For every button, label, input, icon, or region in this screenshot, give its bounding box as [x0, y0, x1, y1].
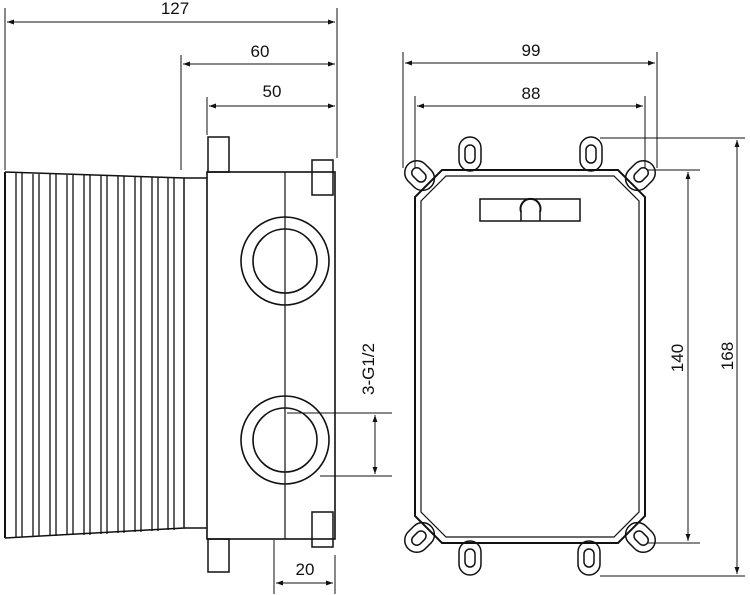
- mounting-tabs-side: [207, 136, 334, 573]
- dim-inner-depth: 50: [206, 82, 335, 135]
- dim-168-label: 168: [718, 342, 737, 370]
- dim-overall-depth: 127: [4, 0, 338, 170]
- dim-20-label: 20: [296, 560, 315, 579]
- port-lower: [240, 395, 330, 485]
- dim-99-label: 99: [522, 41, 541, 60]
- front-view: 99 88 140 168: [402, 41, 745, 577]
- dim-port-offset: 20: [273, 540, 336, 594]
- port-spec-label: 3-G1/2: [359, 343, 378, 395]
- dim-127-label: 127: [161, 0, 189, 18]
- port-upper: [240, 216, 330, 306]
- dim-50-label: 50: [263, 82, 282, 101]
- dim-60-label: 60: [251, 42, 270, 61]
- dim-inner-height: 140: [648, 169, 700, 544]
- top-bracket: [479, 197, 581, 222]
- side-view: 127 60 50 3-G1/2 20: [4, 0, 392, 594]
- dim-140-label: 140: [668, 344, 687, 372]
- valve-body-side: [184, 171, 336, 540]
- dim-outer-width: 99: [402, 41, 658, 168]
- dim-outer-height: 168: [600, 137, 745, 577]
- dim-body-depth: 60: [180, 42, 335, 170]
- sleeve-ribs: [15, 173, 175, 537]
- valve-body-front: [414, 169, 646, 544]
- dim-inner-width: 88: [414, 84, 646, 168]
- mounting-ears-front: [404, 136, 656, 576]
- dim-88-label: 88: [522, 84, 541, 103]
- dim-port-thread: 3-G1/2: [287, 343, 392, 477]
- ribbed-sleeve: [4, 171, 185, 539]
